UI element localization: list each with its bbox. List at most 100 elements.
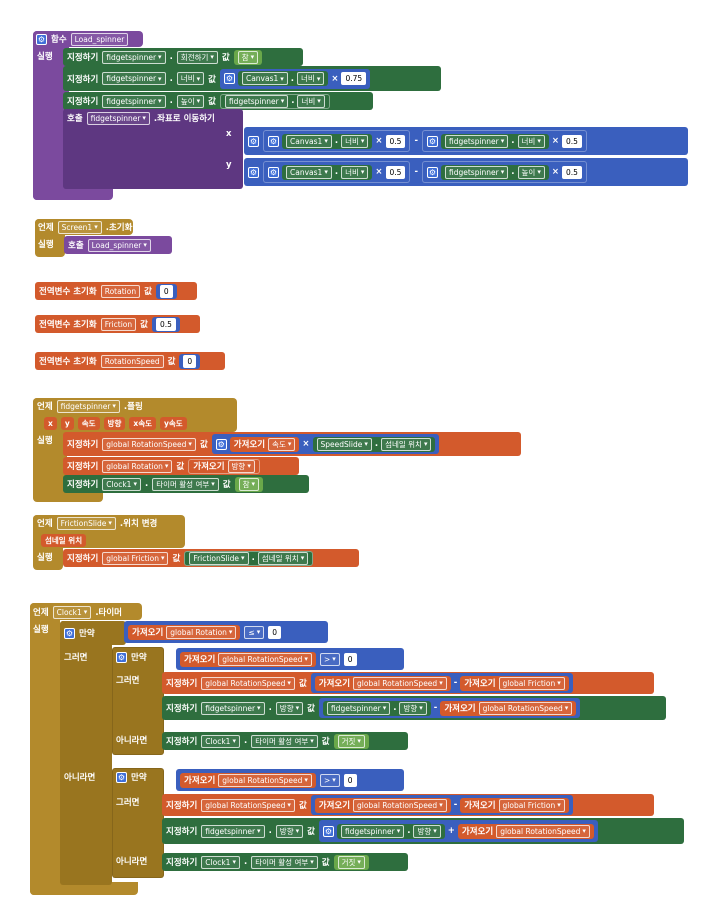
y-multiply-right[interactable]: ⚙ fidgetspinner.높이 × 0.5 <box>421 161 587 183</box>
component-dropdown[interactable]: Clock1 <box>52 605 92 619</box>
component-dropdown[interactable]: Clock1 <box>102 477 141 491</box>
gear-icon[interactable]: ⚙ <box>223 73 235 84</box>
variable-dropdown[interactable]: 방향 <box>227 459 255 473</box>
variable-dropdown[interactable]: global RotationSpeed <box>353 676 447 690</box>
component-dropdown[interactable]: fidgetspinner <box>326 701 391 715</box>
variable-dropdown[interactable]: global RotationSpeed <box>218 773 312 787</box>
component-dropdown[interactable]: fidgetspinner <box>444 134 509 148</box>
property-dropdown[interactable]: 방향 <box>275 701 304 715</box>
component-dropdown[interactable]: FrictionSlide <box>189 551 249 565</box>
component-dropdown[interactable]: SpeedSlide <box>316 437 372 451</box>
property-dropdown[interactable]: 타이머 활성 여부 <box>251 734 318 748</box>
set-clock-false-block-2[interactable]: 지정하기 Clock1. 타이머 활성 여부 값 거짓 <box>162 853 408 871</box>
component-dropdown[interactable]: fidgetspinner <box>86 111 150 125</box>
property-dropdown[interactable]: 방향 <box>399 701 427 715</box>
y-multiply-left[interactable]: ⚙ Canvas1.너비 × 0.5 <box>263 161 411 183</box>
global-friction-block[interactable]: 전역변수 초기화 Friction 값 0.5 <box>35 315 200 333</box>
component-dropdown[interactable]: Clock1 <box>201 734 240 748</box>
x-multiply-right[interactable]: ⚙ fidgetspinner.너비 × 0.5 <box>421 130 587 152</box>
component-dropdown[interactable]: Canvas1 <box>241 72 288 85</box>
property-dropdown[interactable]: 너비 <box>176 72 205 85</box>
component-dropdown[interactable]: Clock1 <box>201 855 240 869</box>
gear-icon[interactable]: ⚙ <box>116 771 127 783</box>
number-field[interactable]: 0 <box>343 652 357 666</box>
gear-icon[interactable]: ⚙ <box>268 166 279 178</box>
number-field[interactable]: 0 <box>343 773 357 787</box>
x-subtract-block[interactable]: ⚙ ⚙ Canvas1.너비 × 0.5 - ⚙ fidgetspinner.너… <box>244 127 688 155</box>
gear-icon[interactable]: ⚙ <box>268 135 279 147</box>
bool-dropdown[interactable]: 참 <box>238 477 260 491</box>
x-multiply-left[interactable]: ⚙ Canvas1.너비 × 0.5 <box>263 130 411 152</box>
gear-icon[interactable]: ⚙ <box>36 33 47 45</box>
set-spinner-rotate-block[interactable]: 지정하기 fidgetspinner. 회전하기 값 참 <box>63 48 303 66</box>
component-dropdown[interactable]: fidgetspinner <box>102 94 166 108</box>
component-dropdown[interactable]: fidgetspinner <box>102 72 166 85</box>
property-dropdown[interactable]: 너비 <box>297 94 325 108</box>
outer-if-block[interactable] <box>60 621 112 885</box>
number-field[interactable]: 0.5 <box>155 317 176 331</box>
spinner-width-getter[interactable]: fidgetspinner.너비 <box>219 93 330 109</box>
number-field[interactable]: 0.5 <box>385 165 406 179</box>
gear-icon[interactable]: ⚙ <box>64 627 75 639</box>
true-block[interactable]: 참 <box>233 49 263 65</box>
procedure-name-field[interactable]: Load_spinner <box>70 32 129 46</box>
compare-operator-dropdown[interactable]: > <box>319 773 340 787</box>
compare-operator-dropdown[interactable]: ≤ <box>244 625 265 639</box>
gear-icon[interactable]: ⚙ <box>248 135 259 147</box>
number-field[interactable]: 0 <box>159 284 173 298</box>
property-dropdown[interactable]: 방향 <box>413 824 441 838</box>
call-load-spinner-block[interactable]: 호출 Load_spinner <box>64 236 172 254</box>
number-field[interactable]: 0 <box>268 625 282 639</box>
inner-if-1-block[interactable] <box>112 647 164 755</box>
variable-name-field[interactable]: Rotation <box>100 284 141 298</box>
gear-icon[interactable]: ⚙ <box>322 825 334 837</box>
variable-name-field[interactable]: Friction <box>100 317 137 331</box>
number-field[interactable]: 0.5 <box>385 134 406 148</box>
param-chip[interactable]: y <box>64 418 70 428</box>
component-dropdown[interactable]: Screen1 <box>57 220 102 234</box>
variable-dropdown[interactable]: 속도 <box>268 437 296 451</box>
variable-dropdown[interactable]: global RotationSpeed <box>478 701 573 715</box>
multiply-block[interactable]: ⚙ Canvas1.너비 × 0.75 <box>219 68 371 89</box>
component-dropdown[interactable]: fidgetspinner <box>444 165 509 179</box>
param-chip[interactable]: 섬네일 위치 <box>45 535 83 545</box>
gear-icon[interactable]: ⚙ <box>215 438 227 450</box>
variable-dropdown[interactable]: global RotationSpeed <box>353 798 447 812</box>
variable-dropdown[interactable]: global Rotation <box>102 459 173 473</box>
number-field[interactable]: 0.75 <box>341 72 367 85</box>
component-dropdown[interactable]: fidgetspinner <box>56 399 120 413</box>
property-dropdown[interactable]: 너비 <box>517 134 545 148</box>
variable-dropdown[interactable]: global RotationSpeed <box>201 676 295 690</box>
variable-dropdown[interactable]: global RotationSpeed <box>201 798 295 812</box>
variable-dropdown[interactable]: global Friction <box>498 798 565 812</box>
set-direction-minus-block[interactable]: 지정하기 fidgetspinner. 방향 값 fidgetspinner.방… <box>162 696 666 720</box>
property-dropdown[interactable]: 높이 <box>517 165 545 179</box>
set-spinner-width-block[interactable]: 지정하기 fidgetspinner. 너비 값 ⚙ Canvas1.너비 × … <box>63 66 441 91</box>
param-chip[interactable]: x속도 <box>133 418 152 428</box>
gear-icon[interactable]: ⚙ <box>426 166 438 178</box>
timer-event-bar[interactable] <box>30 603 60 895</box>
compare-operator-dropdown[interactable]: > <box>319 652 340 666</box>
component-dropdown[interactable]: fidgetspinner <box>201 824 265 838</box>
y-subtract-block[interactable]: ⚙ ⚙ Canvas1.너비 × 0.5 - ⚙ fidgetspinner.높… <box>244 158 688 186</box>
component-dropdown[interactable]: fidgetspinner <box>102 50 166 64</box>
component-dropdown[interactable]: fidgetspinner <box>340 824 405 838</box>
global-rotation-block[interactable]: 전역변수 초기화 Rotation 값 0 <box>35 282 197 300</box>
bool-dropdown[interactable]: 거짓 <box>337 734 365 748</box>
variable-dropdown[interactable]: global Friction <box>102 551 169 565</box>
param-chip[interactable]: y속도 <box>164 418 183 428</box>
param-chip[interactable]: 방향 <box>107 418 122 428</box>
property-dropdown[interactable]: 너비 <box>297 72 325 85</box>
procedure-block-header[interactable] <box>33 31 143 47</box>
bool-dropdown[interactable]: 참 <box>237 50 259 64</box>
set-spinner-height-block[interactable]: 지정하기 fidgetspinner. 높이 값 fidgetspinner.너… <box>63 92 373 110</box>
property-dropdown[interactable]: 타이머 활성 여부 <box>152 477 219 491</box>
